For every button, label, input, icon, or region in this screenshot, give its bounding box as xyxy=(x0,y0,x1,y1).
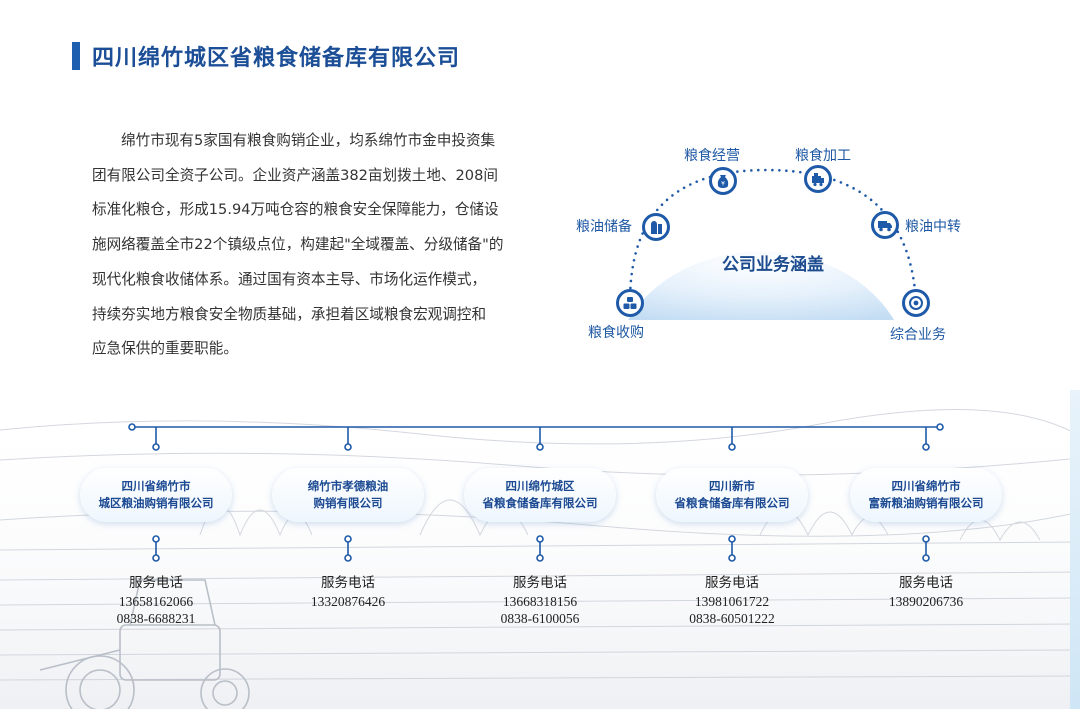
phone-number: 0838-60501222 xyxy=(689,611,775,626)
company-name-line: 省粮食储备库有限公司 xyxy=(674,496,790,510)
contact-block: 服务电话 13658162066 0838-6688231 xyxy=(71,574,241,627)
intro-line: 应急保供的重要职能。 xyxy=(92,340,238,358)
company-card-xinshi-reserve: 四川新市 省粮食储备库有限公司 xyxy=(656,468,808,522)
company-name-line: 四川省绵竹市 xyxy=(891,479,961,493)
company-card-xiaode-grain-oil: 绵竹市孝德粮油 购销有限公司 xyxy=(272,468,424,522)
contact-block: 服务电话 13320876426 xyxy=(263,574,433,610)
biz-label-comprehensive: 综合业务 xyxy=(890,327,946,343)
phone-label: 服务电话 xyxy=(513,575,567,591)
biz-label-oil-transfer: 粮油中转 xyxy=(905,219,961,235)
phone-number: 13981061722 xyxy=(694,594,770,609)
company-card-fuxin-grain-oil: 四川省绵竹市 富新粮油购销有限公司 xyxy=(850,468,1002,522)
title-accent-bar xyxy=(72,42,80,70)
company-name-line: 四川新市 xyxy=(709,479,755,493)
svg-text:¥: ¥ xyxy=(721,181,725,188)
phone-number: 13668318156 xyxy=(502,594,578,609)
intro-line: 现代化粮食收储体系。通过国有资本主导、市场化运作模式， xyxy=(92,270,487,288)
truck-icon xyxy=(871,211,899,239)
contact-block: 服务电话 13981061722 0838-60501222 xyxy=(647,574,817,627)
target-icon xyxy=(902,289,930,317)
company-name-line: 绵竹市孝德粮油 xyxy=(307,479,389,493)
farm-landscape-sketch xyxy=(0,400,1080,709)
phone-label: 服务电话 xyxy=(899,575,953,591)
silo-icon xyxy=(642,213,670,241)
business-center-label: 公司业务涵盖 xyxy=(722,255,824,275)
phone-label: 服务电话 xyxy=(129,575,183,591)
phone-label: 服务电话 xyxy=(705,575,759,591)
phone-number: 13890206736 xyxy=(888,594,964,609)
contact-block: 服务电话 13668318156 0838-6100056 xyxy=(455,574,625,627)
company-name-line: 富新粮油购销有限公司 xyxy=(868,496,984,510)
intro-line: 施网络覆盖全市22个镇级点位，构建起"全域覆盖、分级储备"的 xyxy=(92,236,504,254)
company-card-chengqu-reserve: 四川绵竹城区 省粮食储备库有限公司 xyxy=(464,468,616,522)
phone-number: 13320876426 xyxy=(310,594,386,609)
company-name-line: 四川省绵竹市 xyxy=(121,479,191,493)
company-name-line: 四川绵竹城区 xyxy=(505,479,575,493)
biz-label-grain-purchase: 粮食收购 xyxy=(588,325,644,341)
intro-line: 团有限公司全资子公司。企业资产涵盖382亩划拨土地、208间 xyxy=(92,166,498,184)
company-name-line: 购销有限公司 xyxy=(313,496,383,510)
intro-line: 绵竹市现有5家国有粮食购销企业，均系绵竹市金申投资集 xyxy=(121,132,496,149)
processing-machine-icon xyxy=(804,165,832,193)
grain-sacks-icon xyxy=(616,289,644,317)
biz-label-grain-business: 粮食经营 xyxy=(684,148,740,164)
page-title: 四川绵竹城区省粮食储备库有限公司 xyxy=(92,45,461,71)
intro-line: 标准化粮仓，形成15.94万吨仓容的粮食安全保障能力，仓储设 xyxy=(92,201,499,219)
biz-label-oil-reserve: 粮油储备 xyxy=(576,219,632,235)
contact-block: 服务电话 13890206736 xyxy=(841,574,1011,610)
right-edge-strip xyxy=(1070,390,1080,709)
phone-number: 13658162066 xyxy=(118,594,194,609)
company-card-chengqu-grain-oil: 四川省绵竹市 城区粮油购销有限公司 xyxy=(80,468,232,522)
grain-bag-icon: ¥ xyxy=(709,167,737,195)
phone-number: 0838-6688231 xyxy=(116,611,196,626)
intro-paragraph: 绵竹市现有5家国有粮食购销企业，均系绵竹市金申投资集 团有限公司全资子公司。企业… xyxy=(92,124,530,367)
biz-label-grain-processing: 粮食加工 xyxy=(795,148,851,164)
phone-label: 服务电话 xyxy=(321,575,375,591)
company-name-line: 省粮食储备库有限公司 xyxy=(482,496,598,510)
company-name-line: 城区粮油购销有限公司 xyxy=(98,496,214,510)
intro-line: 持续夯实地方粮食安全物质基础，承担着区域粮食宏观调控和 xyxy=(92,305,487,323)
phone-number: 0838-6100056 xyxy=(500,611,580,626)
